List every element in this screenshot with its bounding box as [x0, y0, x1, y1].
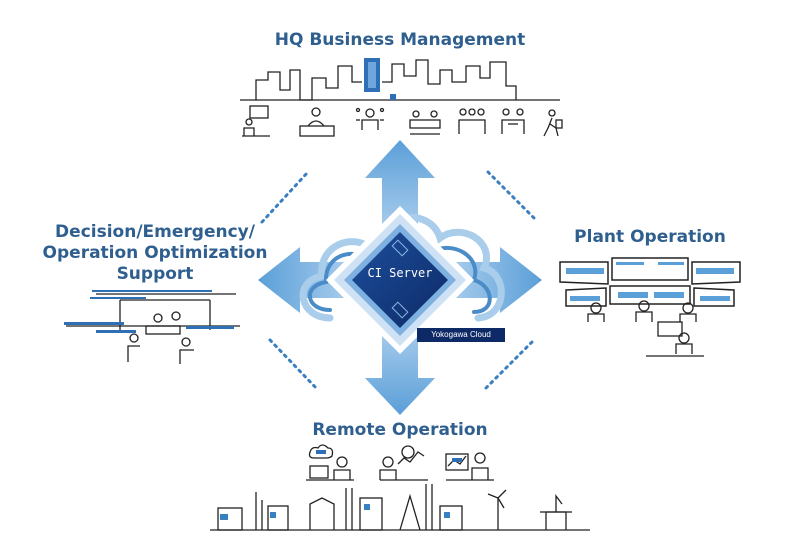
industrial-accent-1	[220, 514, 228, 520]
hq-business-management-label: HQ Business Management	[274, 30, 526, 50]
remote-accent-2	[452, 458, 462, 462]
monitor-worker-icon	[445, 452, 494, 481]
analyst-icon	[379, 445, 428, 481]
cloud-worker-icon	[306, 444, 354, 481]
plant-operation-label: Plant Operation	[574, 227, 726, 247]
desk-worker-icon	[299, 107, 335, 137]
connector-bottom-left	[268, 338, 320, 392]
decision-support-label: Decision/Emergency/ Operation Optimizati…	[42, 222, 268, 284]
industrial-accent-4	[444, 512, 450, 518]
presenter-icon	[242, 105, 270, 137]
hq-highlight-base	[390, 94, 396, 100]
remote-accent-1	[316, 450, 326, 454]
decision-accent-bars	[64, 290, 234, 333]
walking-person-icon	[543, 109, 563, 137]
meeting-icon	[409, 110, 441, 135]
connector-bottom-right	[484, 340, 534, 390]
hq-skyline	[240, 59, 560, 101]
connector-top-left	[260, 170, 310, 224]
remote-operation-label: Remote Operation	[312, 420, 488, 440]
ci-server-label: CI Server	[367, 266, 433, 280]
team-icon	[458, 108, 486, 134]
industrial-accent-2	[270, 512, 276, 518]
connector-top-right	[486, 170, 538, 222]
yokogawa-cloud-badge: Yokogawa Cloud	[417, 328, 505, 342]
ci-server-diamond	[326, 206, 474, 354]
industrial-skyline	[210, 484, 590, 531]
decision-room	[66, 293, 240, 364]
network-person-icon	[355, 107, 385, 130]
plant-control-room	[559, 257, 741, 357]
dotted-connectors	[260, 170, 538, 392]
industrial-accent-3	[364, 504, 370, 510]
handshake-icon	[501, 108, 525, 134]
